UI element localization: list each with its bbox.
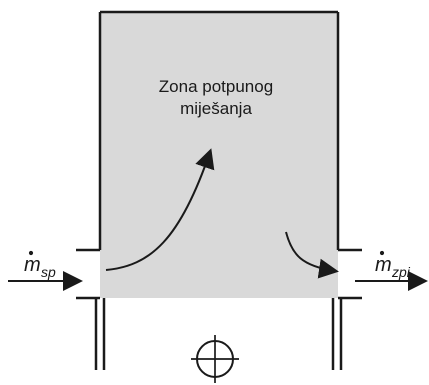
crosshair-symbol [191, 335, 239, 383]
mixing-chamber-fill [100, 12, 338, 298]
chamber-walls [98, 10, 340, 250]
pipe-walls [94, 298, 343, 370]
inlet-dot-icon [28, 250, 34, 256]
inlet-flow-symbol: m [24, 254, 41, 276]
mixing-flow-curve [105, 148, 215, 271]
crosshair-lines [191, 335, 239, 383]
inlet-flow-subscript: sp [41, 264, 56, 280]
zone-label-line-2: miješanja [180, 99, 252, 118]
port-edges [76, 248, 362, 300]
zone-label-line-1: Zona potpunog [159, 77, 273, 96]
outlet-flow-label: m zpi [375, 250, 411, 280]
outlet-flow-symbol: m [375, 254, 392, 276]
outlet-dot-icon [379, 250, 385, 256]
inlet-flow-label: m sp [24, 250, 56, 280]
outlet-flow-curve [285, 231, 339, 279]
outlet-flow-subscript: zpi [391, 264, 411, 280]
